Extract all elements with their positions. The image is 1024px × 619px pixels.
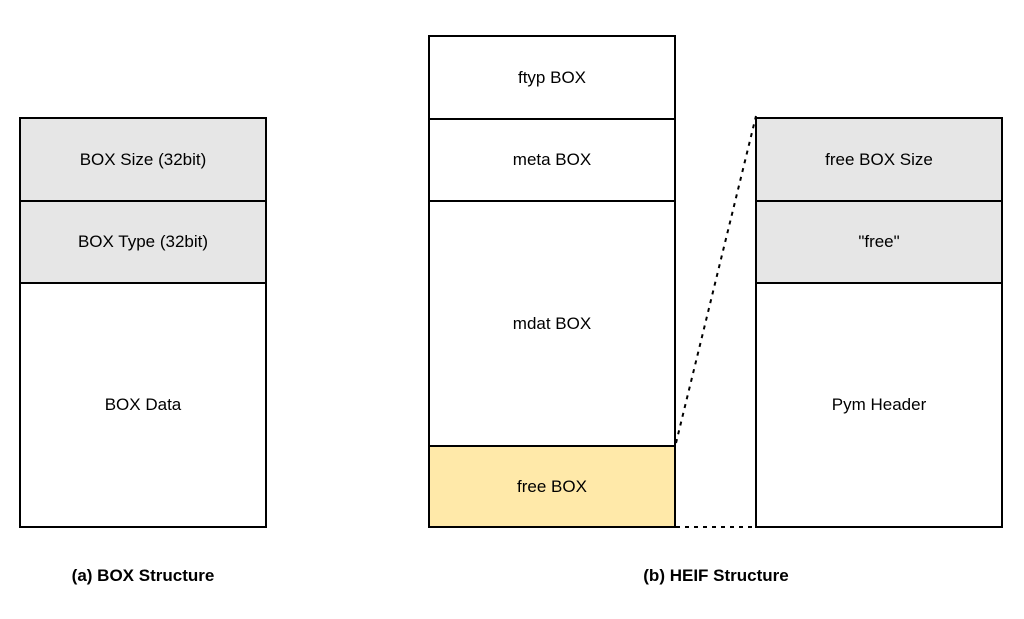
ftyp-box-cell: ftyp BOX bbox=[517, 67, 587, 87]
box-type-cell: BOX Type (32bit) bbox=[21, 200, 265, 282]
heif-structure-stack: ftyp BOX meta BOX mdat BOX free BOX bbox=[428, 35, 676, 528]
box-structure-stack: BOX Size (32bit) BOX Type (32bit) BOX Da… bbox=[19, 117, 267, 528]
caption-heif-structure: (b) HEIF Structure bbox=[643, 566, 789, 585]
connector-top-line bbox=[675, 115, 757, 444]
box-size-cell: BOX Size (32bit) bbox=[21, 119, 265, 200]
caption-box-structure: (a) BOX Structure bbox=[71, 566, 215, 585]
box-data-cell: BOX Data bbox=[21, 282, 265, 526]
free-box-cell: free BOX bbox=[430, 445, 674, 526]
free-box-detail-stack: free BOX Size "free" Pym Header bbox=[755, 117, 1003, 528]
meta-box-cell: meta BOX bbox=[430, 118, 674, 200]
free-box-size-cell: free BOX Size bbox=[757, 119, 1001, 200]
free-type-cell: "free" bbox=[757, 200, 1001, 282]
mdat-box-cell: mdat BOX bbox=[430, 200, 674, 445]
pym-header-cell: Pym Header bbox=[757, 282, 1001, 526]
